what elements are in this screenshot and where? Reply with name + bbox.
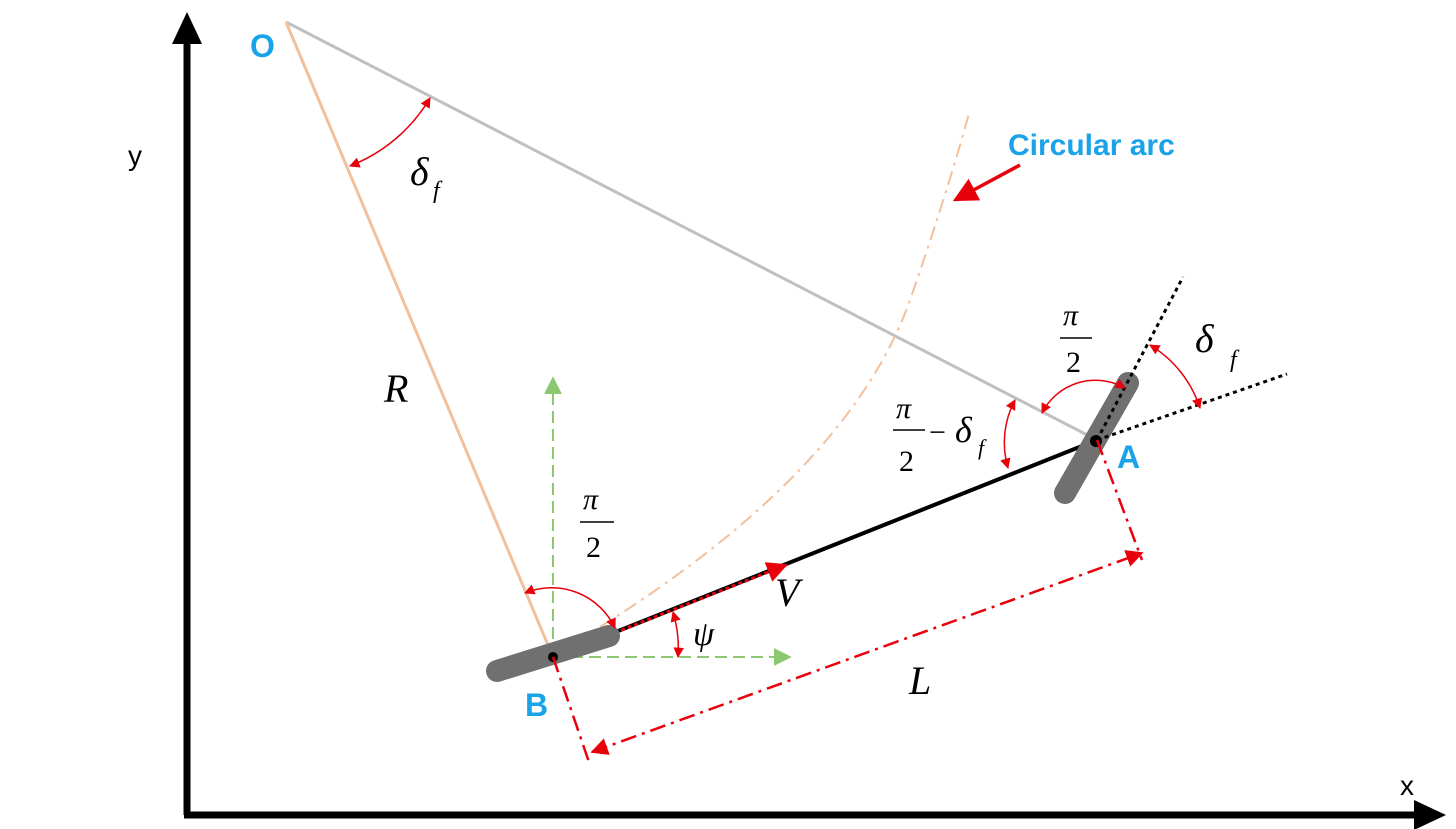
label-R: R <box>383 366 408 411</box>
label-pi-over-2-at-B: π 2 <box>580 483 614 564</box>
circular-arc <box>599 109 971 628</box>
label-delta-f-at-O: δ f <box>410 149 443 204</box>
y-axis-arrowhead <box>172 12 202 44</box>
dimension-L <box>551 439 1144 766</box>
angle-psi <box>670 610 684 659</box>
delta-symbol: δ <box>410 149 430 194</box>
y-axis <box>172 12 202 815</box>
angle-pi-over-2-at-A <box>1041 378 1126 414</box>
label-L: L <box>908 658 931 703</box>
circular-arc-pointer <box>952 163 1021 202</box>
delta-symbol: δ <box>1195 316 1215 361</box>
body-extension-line <box>1096 372 1288 442</box>
angle-delta-f-at-A <box>1149 344 1203 409</box>
radius-line-O-B <box>284 21 555 658</box>
delta-subscript: f <box>1230 347 1240 373</box>
label-V: V <box>775 570 804 615</box>
x-axis <box>184 800 1446 829</box>
delta-subscript: f <box>978 435 987 460</box>
line-O-A <box>285 20 1098 442</box>
circular-arc-label: Circular arc <box>1008 129 1175 162</box>
front-wheel-heading-line <box>1095 276 1185 441</box>
denominator: 2 <box>1066 346 1081 379</box>
pi-numerator: π <box>1063 299 1079 332</box>
point-O-label: O <box>250 28 275 64</box>
label-pi-over-2-at-A: π 2 <box>1060 299 1092 379</box>
point-B-label: B <box>525 687 548 723</box>
denominator: 2 <box>586 531 601 564</box>
delta-subscript: f <box>433 178 443 204</box>
delta-symbol: δ <box>955 410 973 450</box>
denominator: 2 <box>899 445 914 478</box>
pi-numerator: π <box>896 392 912 425</box>
x-axis-label: x <box>1400 770 1414 801</box>
y-axis-label: y <box>128 140 142 171</box>
x-axis-arrowhead <box>1414 800 1446 829</box>
label-delta-f-at-A: δ f <box>1195 316 1240 373</box>
pi-numerator: π <box>583 483 599 516</box>
angle-delta-f-at-O <box>349 97 431 168</box>
minus-sign: − <box>929 416 946 449</box>
point-A-label: A <box>1117 439 1140 475</box>
angle-pi-over-2-minus-delta-f <box>1000 399 1016 470</box>
label-psi: ψ <box>693 616 715 653</box>
label-pi-over-2-minus-delta-f: π 2 − δ f <box>893 392 987 478</box>
